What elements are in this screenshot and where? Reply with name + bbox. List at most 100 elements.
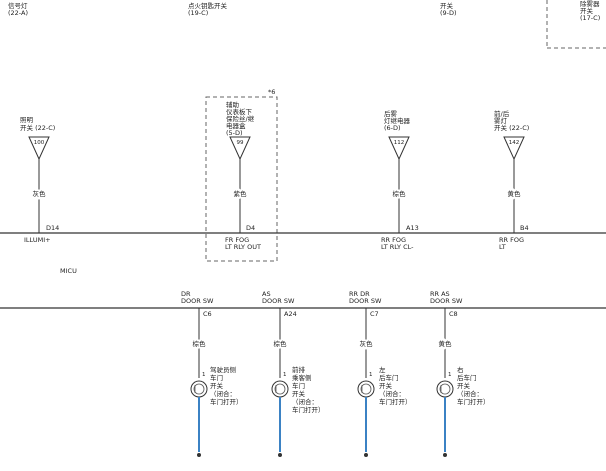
wire-color-label: 黄色	[508, 189, 522, 198]
svg-text:仪表板下: 仪表板下	[226, 107, 253, 116]
terminal-label: D4	[246, 224, 255, 232]
svg-text:(22-A): (22-A)	[8, 9, 28, 17]
svg-text:车门打开）: 车门打开）	[379, 397, 412, 406]
signal-label: DOOR SW	[349, 297, 382, 305]
svg-text:(17-C): (17-C)	[580, 14, 600, 22]
svg-text:开关: 开关	[457, 381, 471, 390]
pin-number: 1	[369, 372, 373, 378]
top-label-switch-9d: 开关 (9-D)	[440, 1, 457, 17]
svg-text:后车门: 后车门	[379, 373, 399, 382]
svg-text:开关 (22-C): 开关 (22-C)	[20, 123, 55, 132]
terminal-label: C7	[370, 310, 379, 318]
svg-text:除雾器: 除雾器	[580, 0, 600, 8]
svg-text:驾驶员侧: 驾驶员侧	[210, 365, 236, 374]
dashed-option-box	[205, 96, 278, 262]
terminal-label: D14	[46, 224, 59, 232]
svg-text:开关 (22-C): 开关 (22-C)	[494, 123, 529, 132]
terminal-label: A24	[284, 310, 297, 318]
svg-text:左: 左	[379, 365, 386, 374]
pin-number: 1	[202, 372, 206, 378]
svg-text:开关: 开关	[210, 381, 224, 390]
svg-text:车门打开）: 车门打开）	[457, 397, 490, 406]
pin-number: 100	[34, 140, 45, 146]
wire-color-label: 棕色	[274, 339, 288, 348]
door-switch-icon	[190, 380, 208, 398]
door-switch-icon	[357, 380, 375, 398]
svg-text:（闭合：: （闭合：	[292, 397, 318, 406]
svg-text:开关: 开关	[580, 6, 594, 15]
pin-number: 1	[283, 372, 287, 378]
svg-text:(5-D): (5-D)	[226, 129, 243, 137]
pin-number: 99	[237, 140, 244, 146]
svg-text:照明: 照明	[20, 116, 34, 124]
terminal-label: C8	[449, 310, 458, 318]
pin-triangle-icon	[229, 136, 251, 161]
svg-text:（闭合：: （闭合：	[379, 389, 405, 398]
svg-text:信号灯: 信号灯	[8, 1, 28, 10]
pin-number: 1	[448, 372, 452, 378]
signal-label: RR FOG	[499, 236, 524, 244]
svg-text:雾灯: 雾灯	[494, 116, 508, 125]
wire-color-label: 紫色	[234, 189, 248, 198]
svg-text:车门打开）: 车门打开）	[292, 405, 325, 414]
pin-triangle-icon	[503, 136, 525, 161]
signal-label: LT RLY CL-	[381, 243, 414, 251]
svg-text:（闭合：: （闭合：	[457, 389, 483, 398]
door-switch-icon	[271, 380, 289, 398]
signal-label: DOOR SW	[262, 297, 295, 305]
svg-text:开关: 开关	[379, 381, 393, 390]
wire-color-label: 棕色	[393, 189, 407, 198]
terminal-label: A13	[406, 224, 419, 232]
svg-text:前/后: 前/后	[494, 109, 510, 118]
connector-aux-fuse-box: 辅助 仪表板下 保险丝/继 电器盒 (5-D) 99 紫色 D4 FR FOG …	[225, 100, 261, 251]
signal-label: FR FOG	[225, 236, 249, 244]
svg-text:（闭合：: （闭合：	[210, 389, 236, 398]
signal-label: DR	[181, 290, 191, 298]
top-label-signal-lamp: 信号灯 (22-A)	[8, 1, 28, 17]
wire-color-label: 灰色	[360, 339, 374, 348]
top-label-ignition-switch: 点火钥匙开关 (19-C)	[188, 1, 228, 17]
svg-text:乘客侧: 乘客侧	[292, 373, 312, 382]
connector-fog-switch: 前/后 雾灯 开关 (22-C) 142 黄色 B4 RR FOG LT	[494, 109, 529, 251]
signal-label: LT	[499, 243, 506, 251]
connector-rear-fog-relay: 后雾 灯继电器 (6-D) 112 棕色 A13 RR FOG LT RLY C…	[381, 109, 419, 251]
svg-text:开关: 开关	[292, 389, 306, 398]
door-switch-rear-left: RR DR DOOR SW C7 灰色 1 左 后车门 开关 （闭合： 车门打开…	[349, 290, 412, 457]
svg-text:车门: 车门	[292, 381, 305, 390]
wire-color-label: 黄色	[439, 339, 453, 348]
door-switch-rear-right: RR AS DOOR SW C8 黄色 1 右 后车门 开关 （闭合： 车门打开…	[430, 290, 490, 457]
svg-text:开关: 开关	[440, 1, 454, 10]
signal-label: RR FOG	[381, 236, 406, 244]
door-switch-driver: DR DOOR SW C6 棕色 1 驾驶员侧 车门 开关 （闭合： 车门打开）	[181, 290, 243, 457]
svg-text:保险丝/继: 保险丝/继	[226, 114, 255, 123]
terminal-label: C6	[203, 310, 212, 318]
signal-label: AS	[262, 290, 271, 298]
svg-text:点火钥匙开关: 点火钥匙开关	[188, 1, 228, 10]
door-switch-icon	[436, 380, 454, 398]
wire-color-label: 棕色	[193, 339, 207, 348]
svg-text:辅助: 辅助	[226, 100, 240, 109]
svg-text:右: 右	[457, 365, 464, 374]
signal-label: RR AS	[430, 290, 450, 298]
svg-text:后雾: 后雾	[384, 109, 398, 118]
signal-label: RR DR	[349, 290, 370, 298]
svg-text:(9-D): (9-D)	[440, 9, 457, 17]
module-name: MICU	[60, 267, 77, 275]
dashed-box-note: *6	[268, 88, 275, 96]
wire-color-label: 灰色	[33, 189, 47, 198]
svg-text:车门: 车门	[210, 373, 223, 382]
pin-number: 142	[509, 140, 520, 146]
signal-label: DOOR SW	[430, 297, 463, 305]
top-label-defogger-switch: 除雾器 开关 (17-C)	[546, 0, 606, 49]
connector-illumination-switch: 照明 开关 (22-C) 100 灰色 D14 ILLUMI+	[20, 116, 59, 244]
pin-number: 112	[394, 140, 405, 146]
signal-label: DOOR SW	[181, 297, 214, 305]
door-switch-passenger: AS DOOR SW A24 棕色 1 前排 乘客侧 车门 开关 （闭合： 车门…	[262, 290, 325, 457]
signal-label: ILLUMI+	[24, 236, 51, 244]
signal-label: LT RLY OUT	[225, 243, 261, 251]
svg-text:(19-C): (19-C)	[188, 9, 208, 17]
svg-text:后车门: 后车门	[457, 373, 477, 382]
pin-triangle-icon	[388, 136, 410, 161]
svg-text:前排: 前排	[292, 365, 306, 374]
